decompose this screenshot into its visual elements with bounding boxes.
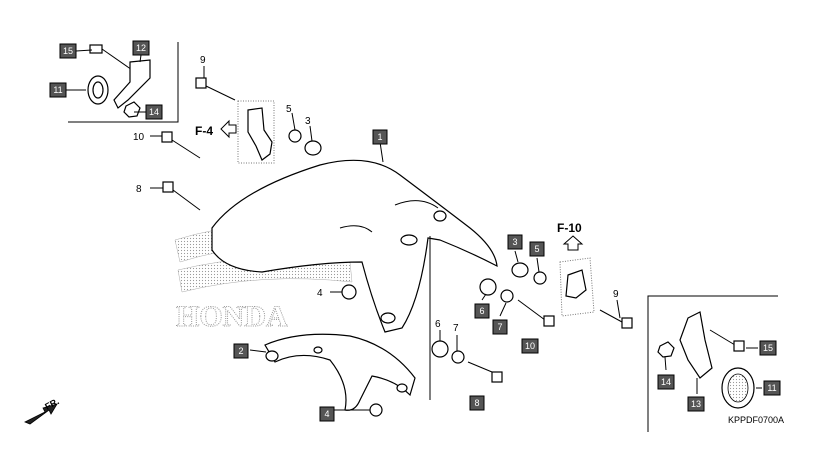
svg-text:8: 8 xyxy=(474,398,479,408)
washer-5-right xyxy=(533,271,547,285)
bolt-9-right xyxy=(599,309,633,329)
bracket-f4 xyxy=(247,107,273,161)
f10-region xyxy=(559,257,595,317)
label-6-lower: 6 xyxy=(435,319,441,330)
svg-text:5: 5 xyxy=(534,244,539,254)
reflector-11-top xyxy=(87,75,109,105)
grommet-6-lower xyxy=(431,340,449,358)
svg-text:14: 14 xyxy=(661,377,671,387)
label-box-2[interactable]: 2 xyxy=(233,343,249,359)
bracket-13-bottom xyxy=(679,311,713,379)
label-box-14-bottom[interactable]: 14 xyxy=(657,374,675,390)
inset-bottom-right-frame xyxy=(647,295,778,432)
f4-region xyxy=(237,100,275,164)
svg-text:12: 12 xyxy=(136,43,146,53)
collar-3-right xyxy=(511,262,529,278)
svg-text:10: 10 xyxy=(525,341,535,351)
collar-4-upper xyxy=(341,284,357,300)
washer-7-right xyxy=(500,289,514,303)
f4-label: F-4 xyxy=(195,124,213,138)
label-box-11-top[interactable]: 11 xyxy=(49,82,67,98)
f10-reference: F-10 xyxy=(557,221,584,251)
svg-text:15: 15 xyxy=(763,343,773,353)
left-arrow-icon xyxy=(220,119,237,139)
label-box-8-lower[interactable]: 8 xyxy=(469,395,485,411)
leader-lines xyxy=(66,49,762,411)
label-8-left: 8 xyxy=(136,184,142,195)
label-3-top: 3 xyxy=(305,116,311,127)
bolt-9-top xyxy=(195,77,236,101)
honda-wordmark: HONDA xyxy=(176,300,288,333)
label-box-12-top[interactable]: 12 xyxy=(132,40,150,56)
label-9-top: 9 xyxy=(200,55,206,66)
label-box-3-right[interactable]: 3 xyxy=(507,234,523,250)
nut-14-top xyxy=(123,101,141,118)
bracket-f10 xyxy=(565,269,587,299)
bolt-15-bottom xyxy=(709,329,745,352)
svg-text:2: 2 xyxy=(238,346,243,356)
bolt-10-right xyxy=(517,299,555,327)
label-box-11-bottom[interactable]: 11 xyxy=(763,380,781,396)
front-arrow-icon xyxy=(24,403,58,425)
label-box-1[interactable]: 1 xyxy=(372,129,388,145)
bolt-10 xyxy=(161,131,201,159)
bolt-8-left xyxy=(162,181,201,211)
label-10-left: 10 xyxy=(133,132,145,143)
reflector-bracket-12-top xyxy=(113,59,151,109)
front-direction-indicator: FR. xyxy=(24,396,61,425)
inset-top-left-frame xyxy=(68,42,179,123)
label-7-lower: 7 xyxy=(453,323,459,334)
label-box-15-bottom[interactable]: 15 xyxy=(759,340,777,356)
label-box-6-right[interactable]: 6 xyxy=(474,303,490,319)
label-box-5-right[interactable]: 5 xyxy=(529,241,545,257)
svg-text:6: 6 xyxy=(479,306,484,316)
fender-brace xyxy=(264,333,416,411)
front-fender xyxy=(211,159,498,333)
collar-3-top xyxy=(304,140,322,156)
label-box-13-bottom[interactable]: 13 xyxy=(687,396,705,412)
svg-text:4: 4 xyxy=(324,409,329,419)
svg-text:1: 1 xyxy=(377,132,382,142)
label-4-upper: 4 xyxy=(317,288,323,299)
label-9-right: 9 xyxy=(613,289,619,300)
f10-label: F-10 xyxy=(557,221,582,235)
label-box-4-lower[interactable]: 4 xyxy=(319,406,335,422)
collar-4-lower xyxy=(369,403,383,417)
diagram-code: KPPDF0700A xyxy=(728,415,784,425)
label-box-10-right[interactable]: 10 xyxy=(521,338,539,354)
svg-text:14: 14 xyxy=(149,107,159,117)
svg-text:7: 7 xyxy=(497,322,502,332)
nut-14-bottom xyxy=(657,341,675,358)
svg-text:11: 11 xyxy=(767,383,776,393)
grommet-6-right xyxy=(479,278,497,296)
reflector-11-bottom xyxy=(721,367,755,409)
washer-5-top xyxy=(288,129,302,143)
label-box-15-top[interactable]: 15 xyxy=(59,43,77,59)
bolt-15-top xyxy=(89,44,136,73)
up-arrow-icon xyxy=(562,235,584,251)
washer-7-lower xyxy=(451,350,465,364)
bolt-8-lower xyxy=(467,361,503,383)
svg-text:13: 13 xyxy=(691,399,701,409)
label-box-7-right[interactable]: 7 xyxy=(492,319,508,335)
svg-text:3: 3 xyxy=(512,237,517,247)
svg-text:15: 15 xyxy=(63,46,73,56)
svg-text:11: 11 xyxy=(53,85,62,95)
label-box-14-top[interactable]: 14 xyxy=(145,104,163,120)
fr-label: FR. xyxy=(43,396,60,412)
f4-reference: F-4 xyxy=(195,119,237,139)
label-5-top: 5 xyxy=(286,104,292,115)
